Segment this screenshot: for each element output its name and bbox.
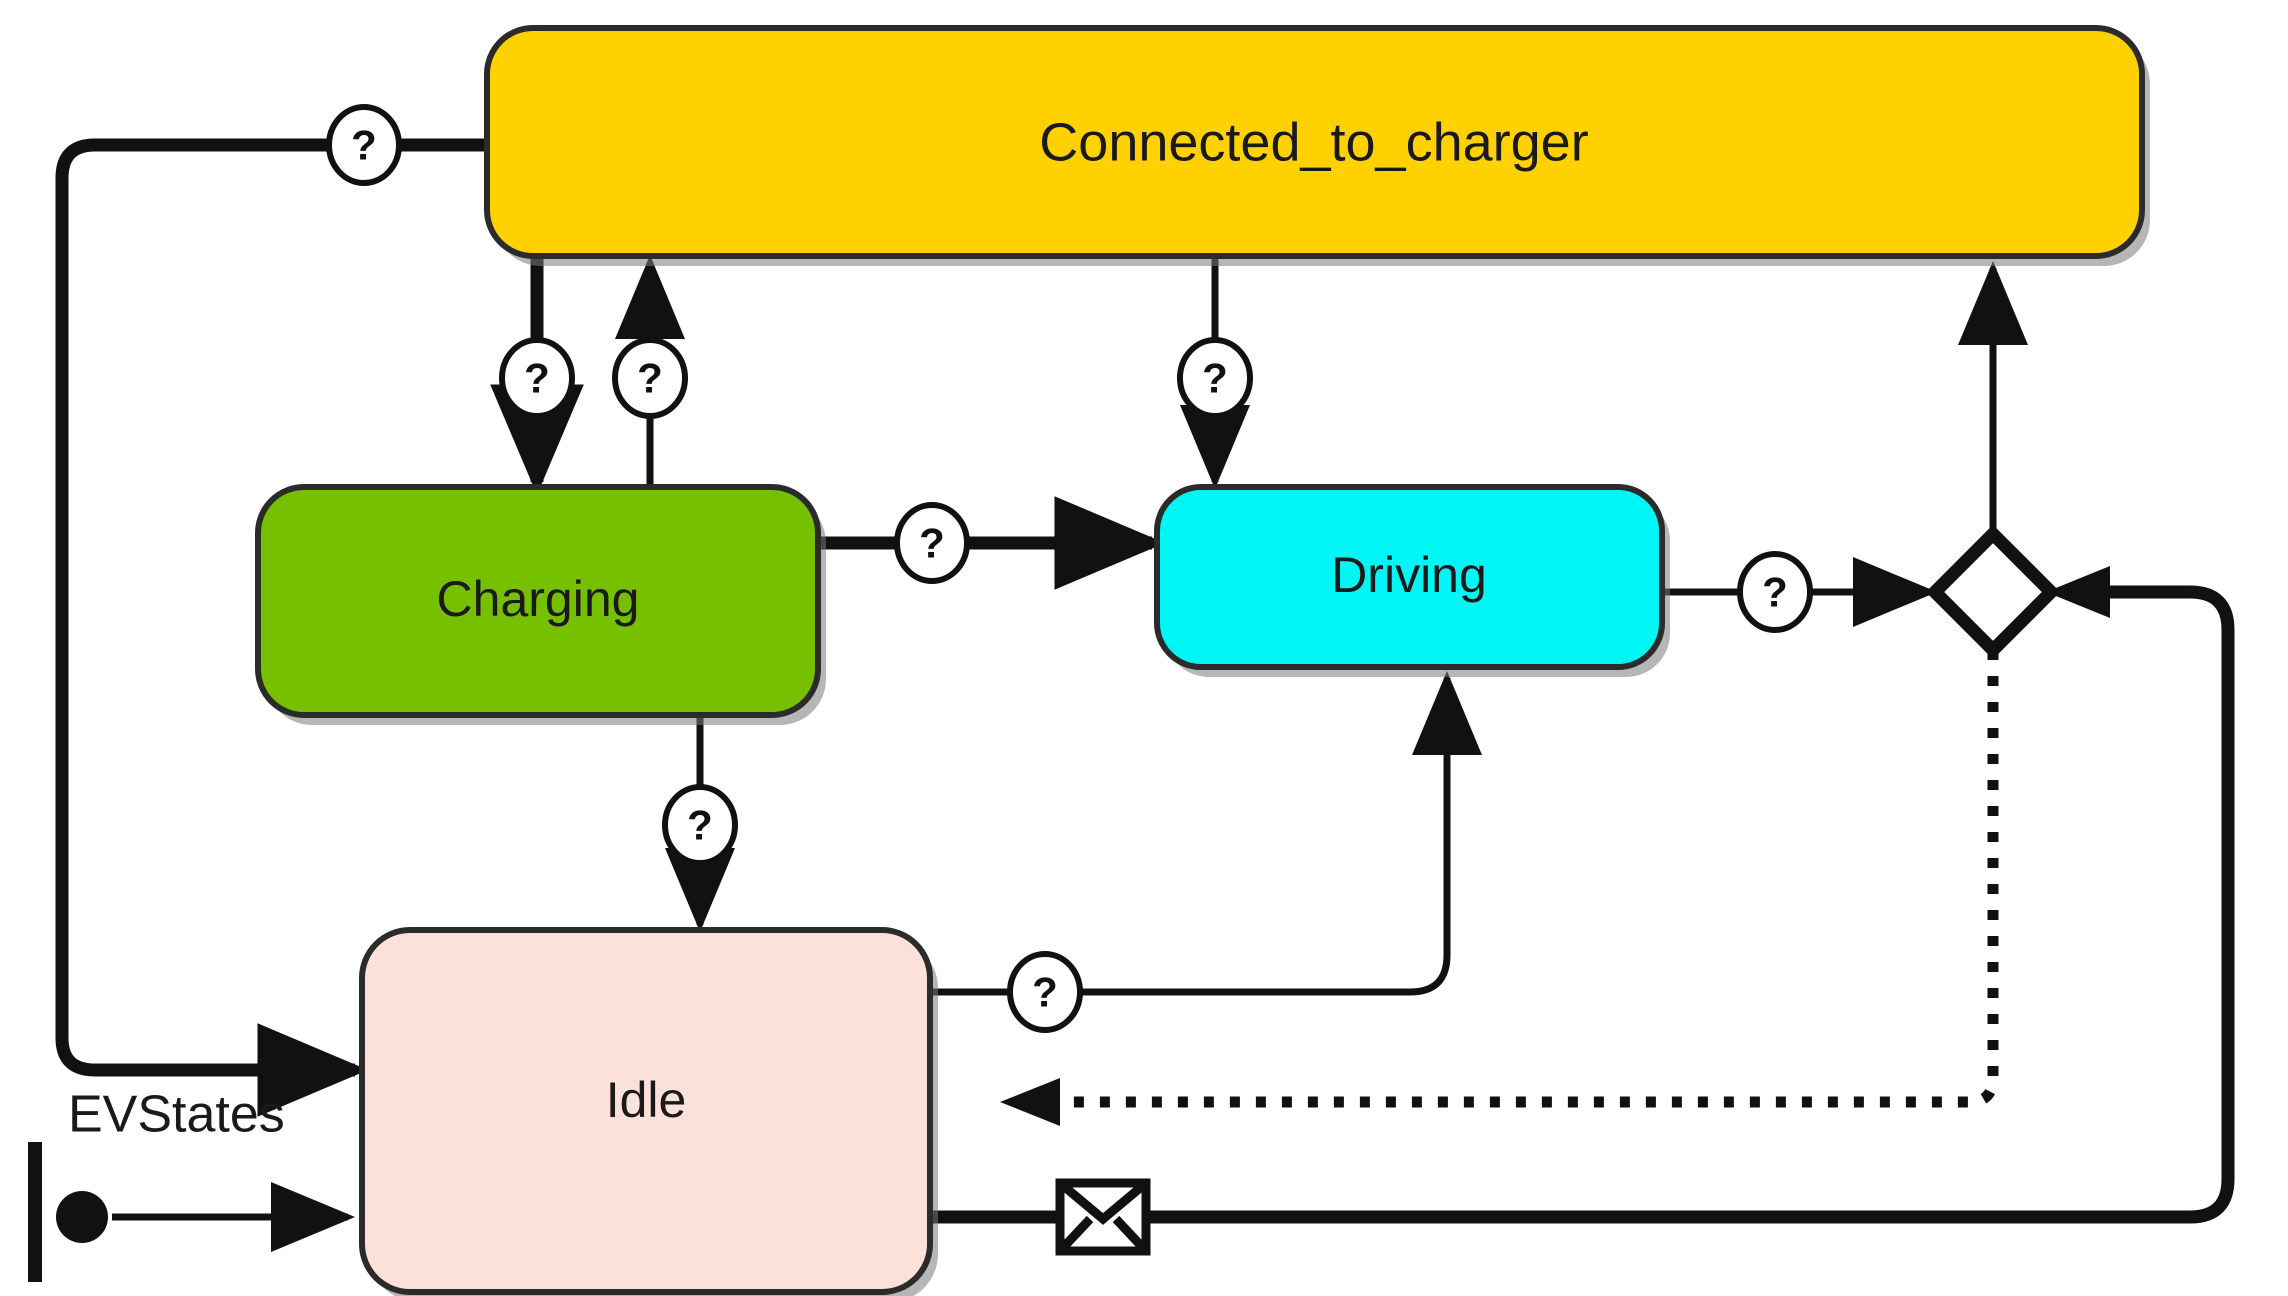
state-idle[interactable]: Idle: [359, 927, 938, 1296]
transition-badge-connected-to-idle[interactable]: ?: [326, 104, 402, 186]
badge-label: ?: [919, 520, 945, 567]
state-label-idle: Idle: [606, 1072, 687, 1128]
state-label-driving: Driving: [1331, 547, 1487, 603]
transition-junction-to-idle-dotted[interactable]: [1000, 650, 1999, 1126]
dotted-arrowhead: [1000, 1078, 1060, 1126]
message-arrowhead: [2046, 566, 2110, 618]
badge-label: ?: [351, 122, 377, 169]
state-body: [1154, 484, 1665, 670]
initial-state-dot: [56, 1191, 108, 1243]
state-body: [359, 927, 933, 1295]
transition-idle-to-junction-message[interactable]: [930, 566, 2235, 1224]
badge-label: ?: [687, 802, 713, 849]
state-body: [255, 484, 821, 718]
state-body: [484, 25, 2145, 259]
badge-label: ?: [524, 355, 550, 402]
envelope-icon: [1055, 1178, 1151, 1256]
region-label-evstates: EVStates: [68, 1086, 285, 1144]
state-label-connected-to-charger: Connected_to_charger: [1039, 112, 1588, 172]
badge-label: ?: [637, 355, 663, 402]
state-charging[interactable]: Charging: [255, 484, 826, 725]
transition-badge-charging-to-driving[interactable]: ?: [894, 502, 970, 584]
state-label-charging: Charging: [437, 571, 640, 627]
region-boundary-bar: [28, 1142, 42, 1282]
badge-label: ?: [1032, 969, 1058, 1016]
junction-diamond-icon[interactable]: [1925, 524, 2061, 660]
state-driving[interactable]: Driving: [1154, 484, 1670, 677]
transition-badge-charging-to-connected[interactable]: ?: [612, 337, 688, 419]
badge-label: ?: [1762, 569, 1788, 616]
transition-badge-charging-to-idle[interactable]: ?: [662, 784, 738, 866]
badge-label: ?: [1202, 355, 1228, 402]
transition-badge-connected-to-driving[interactable]: ?: [1177, 337, 1253, 419]
transition-badge-connected-to-charging[interactable]: ?: [499, 337, 575, 419]
transition-badge-idle-to-driving[interactable]: ?: [1007, 951, 1083, 1033]
transition-idle-to-driving[interactable]: [930, 678, 1447, 996]
state-connected-to-charger[interactable]: Connected_to_charger: [484, 25, 2150, 266]
transition-badge-driving-to-junction[interactable]: ?: [1737, 551, 1813, 633]
transition-connected-to-idle[interactable]: [55, 138, 487, 1070]
